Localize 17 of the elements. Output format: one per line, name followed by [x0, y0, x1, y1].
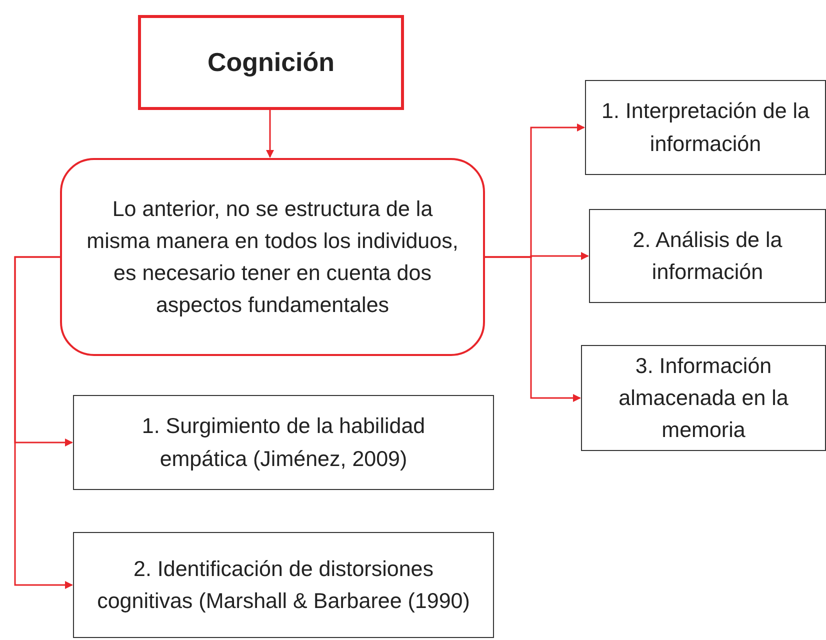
arrow	[14, 256, 73, 589]
text-box	[585, 80, 826, 175]
text-box	[73, 532, 494, 638]
node-text: 1. Interpretación de la información	[600, 98, 810, 158]
node-text: 1. Surgimiento de la habilidad empática (Jiménez, 2009)	[140, 413, 426, 472]
title-text: Cognición	[207, 46, 335, 79]
node-text: Lo anterior, no se estructura de la misma manera en todos los individuos, es necesario tener en cuenta dos aspectos fundamentales	[86, 196, 460, 320]
node-text: 2. Análisis de la información	[632, 226, 784, 286]
text-box	[589, 209, 826, 303]
node-text: 3. Información almacenada en la memoria	[618, 352, 790, 444]
text-box	[581, 345, 826, 451]
arrow	[266, 110, 274, 158]
text-box	[73, 395, 494, 490]
node-text: 2. Identificación de distorsiones cognitivas (Marshall & Barbaree (1990)	[96, 556, 471, 615]
rounded-box	[60, 158, 485, 356]
arrow	[485, 256, 581, 402]
title-box	[138, 15, 404, 110]
